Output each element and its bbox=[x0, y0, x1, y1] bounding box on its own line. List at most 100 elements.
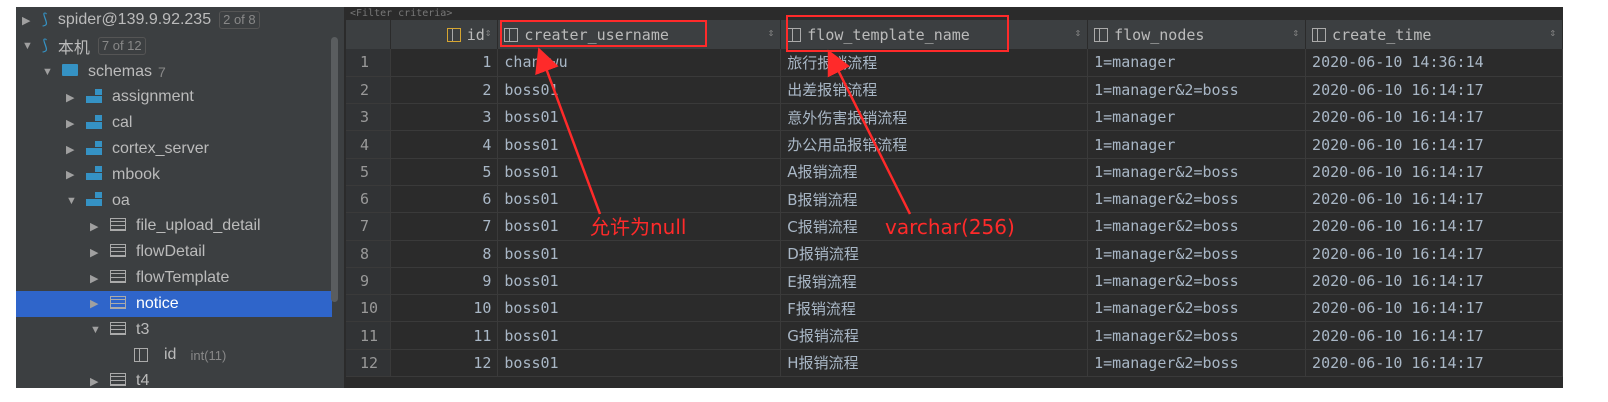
cell-flow-template-name[interactable]: E报销流程 bbox=[780, 267, 1089, 296]
column-header-create-time[interactable]: create_time ⇕ bbox=[1305, 20, 1563, 49]
cell-create-time[interactable]: 2020-06-10 16:14:17 bbox=[1305, 321, 1563, 350]
tree-item-flowtemplate[interactable]: ▶flowTemplate bbox=[16, 265, 332, 291]
tree-item-oa[interactable]: ▼oa bbox=[16, 188, 332, 214]
row-number[interactable]: 8 bbox=[346, 240, 392, 268]
cell-creater-username[interactable]: boss01 bbox=[497, 212, 782, 241]
collapsed-arrow-icon[interactable]: ▶ bbox=[90, 375, 99, 388]
cell-create-time[interactable]: 2020-06-10 16:14:17 bbox=[1305, 103, 1563, 132]
collapsed-arrow-icon[interactable]: ▶ bbox=[90, 272, 99, 285]
cell-flow-nodes[interactable]: 1=manager&2=boss bbox=[1087, 185, 1307, 214]
collapsed-arrow-icon[interactable]: ▶ bbox=[90, 298, 99, 311]
row-number[interactable]: 4 bbox=[346, 130, 392, 159]
cell-flow-nodes[interactable]: 1=manager&2=boss bbox=[1087, 76, 1307, 105]
cell-flow-nodes[interactable]: 1=manager&2=boss bbox=[1087, 212, 1307, 241]
cell-creater-username[interactable]: boss01 bbox=[497, 103, 782, 132]
cell-create-time[interactable]: 2020-06-10 16:14:17 bbox=[1305, 212, 1563, 241]
cell-flow-template-name[interactable]: 意外伤害报销流程 bbox=[780, 103, 1089, 132]
sort-icon[interactable]: ⇕ bbox=[484, 25, 492, 39]
cell-create-time[interactable]: 2020-06-10 16:14:17 bbox=[1305, 76, 1563, 105]
column-header-creater-username[interactable]: creater_username ⇕ bbox=[497, 20, 782, 49]
sort-icon[interactable]: ⇕ bbox=[1549, 25, 1556, 39]
cell-flow-template-name[interactable]: A报销流程 bbox=[780, 158, 1089, 186]
row-number[interactable]: 2 bbox=[346, 76, 392, 105]
collapsed-arrow-icon[interactable]: ▶ bbox=[90, 246, 99, 259]
tree-item-flowdetail[interactable]: ▶flowDetail bbox=[16, 239, 332, 265]
column-header-id[interactable]: id ⇕ bbox=[390, 20, 499, 49]
row-number[interactable]: 1 bbox=[346, 49, 392, 77]
sidebar-scrollbar[interactable] bbox=[331, 37, 338, 302]
expanded-arrow-icon[interactable]: ▼ bbox=[22, 39, 33, 52]
cell-flow-template-name[interactable]: 出差报销流程 bbox=[780, 76, 1089, 105]
cell-flow-template-name[interactable]: H报销流程 bbox=[780, 349, 1089, 378]
cell-flow-template-name[interactable]: D报销流程 bbox=[780, 240, 1089, 268]
cell-flow-template-name[interactable]: B报销流程 bbox=[780, 185, 1089, 214]
cell-creater-username[interactable]: boss01 bbox=[497, 130, 782, 159]
tree-item-t4[interactable]: ▶t4 bbox=[16, 368, 332, 388]
column-header-flow-template-name[interactable]: flow_template_name ⇕ bbox=[780, 20, 1089, 49]
cell-id[interactable]: 1 bbox=[390, 49, 499, 77]
cell-flow-nodes[interactable]: 1=manager&2=boss bbox=[1087, 267, 1307, 296]
cell-flow-nodes[interactable]: 1=manager bbox=[1087, 103, 1307, 132]
row-number[interactable]: 6 bbox=[346, 185, 392, 214]
cell-id[interactable]: 5 bbox=[390, 158, 499, 186]
filter-input[interactable]: <Filter criteria> bbox=[350, 8, 453, 19]
column-header-flow-nodes[interactable]: flow_nodes ⇕ bbox=[1087, 20, 1307, 49]
expanded-arrow-icon[interactable]: ▼ bbox=[66, 194, 77, 207]
collapsed-arrow-icon[interactable]: ▶ bbox=[66, 143, 75, 156]
cell-id[interactable]: 12 bbox=[390, 349, 499, 378]
tree-item-t3[interactable]: ▼t3 bbox=[16, 317, 332, 343]
row-number[interactable]: 7 bbox=[346, 212, 392, 241]
expanded-arrow-icon[interactable]: ▼ bbox=[90, 323, 101, 336]
row-number[interactable]: 5 bbox=[346, 158, 392, 186]
cell-flow-nodes[interactable]: 1=manager&2=boss bbox=[1087, 158, 1307, 186]
tree-item-cortex-server[interactable]: ▶cortex_server bbox=[16, 136, 332, 162]
collapsed-arrow-icon[interactable]: ▶ bbox=[22, 14, 31, 27]
row-number[interactable]: 9 bbox=[346, 267, 392, 296]
cell-flow-template-name[interactable]: C报销流程 bbox=[780, 212, 1089, 241]
cell-id[interactable]: 11 bbox=[390, 321, 499, 350]
collapsed-arrow-icon[interactable]: ▶ bbox=[66, 169, 75, 182]
cell-flow-nodes[interactable]: 1=manager bbox=[1087, 49, 1307, 77]
cell-creater-username[interactable]: boss01 bbox=[497, 158, 782, 186]
collapsed-arrow-icon[interactable]: ▶ bbox=[66, 91, 75, 104]
cell-flow-nodes[interactable]: 1=manager bbox=[1087, 130, 1307, 159]
cell-id[interactable]: 9 bbox=[390, 267, 499, 296]
tree-item-notice[interactable]: ▶notice bbox=[16, 290, 332, 317]
cell-flow-nodes[interactable]: 1=manager&2=boss bbox=[1087, 349, 1307, 378]
cell-id[interactable]: 7 bbox=[390, 212, 499, 241]
cell-creater-username[interactable]: boss01 bbox=[497, 76, 782, 105]
tree-item-cal[interactable]: ▶cal bbox=[16, 110, 332, 136]
cell-creater-username[interactable]: boss01 bbox=[497, 321, 782, 350]
cell-create-time[interactable]: 2020-06-10 16:14:17 bbox=[1305, 267, 1563, 296]
cell-create-time[interactable]: 2020-06-10 16:14:17 bbox=[1305, 349, 1563, 378]
cell-create-time[interactable]: 2020-06-10 14:36:14 bbox=[1305, 49, 1563, 77]
tree-item-file-upload-detail[interactable]: ▶file_upload_detail bbox=[16, 213, 332, 239]
cell-flow-template-name[interactable]: F报销流程 bbox=[780, 294, 1089, 323]
collapsed-arrow-icon[interactable]: ▶ bbox=[66, 117, 75, 130]
sort-icon[interactable]: ⇕ bbox=[1292, 25, 1300, 39]
row-number[interactable]: 3 bbox=[346, 103, 392, 132]
cell-id[interactable]: 2 bbox=[390, 76, 499, 105]
collapsed-arrow-icon[interactable]: ▶ bbox=[90, 220, 99, 233]
cell-id[interactable]: 8 bbox=[390, 240, 499, 268]
cell-id[interactable]: 4 bbox=[390, 130, 499, 159]
cell-id[interactable]: 10 bbox=[390, 294, 499, 323]
sort-icon[interactable]: ⇕ bbox=[1074, 25, 1082, 39]
row-number[interactable]: 10 bbox=[346, 294, 392, 323]
expanded-arrow-icon[interactable]: ▼ bbox=[42, 65, 53, 78]
cell-id[interactable]: 3 bbox=[390, 103, 499, 132]
cell-create-time[interactable]: 2020-06-10 16:14:17 bbox=[1305, 240, 1563, 268]
